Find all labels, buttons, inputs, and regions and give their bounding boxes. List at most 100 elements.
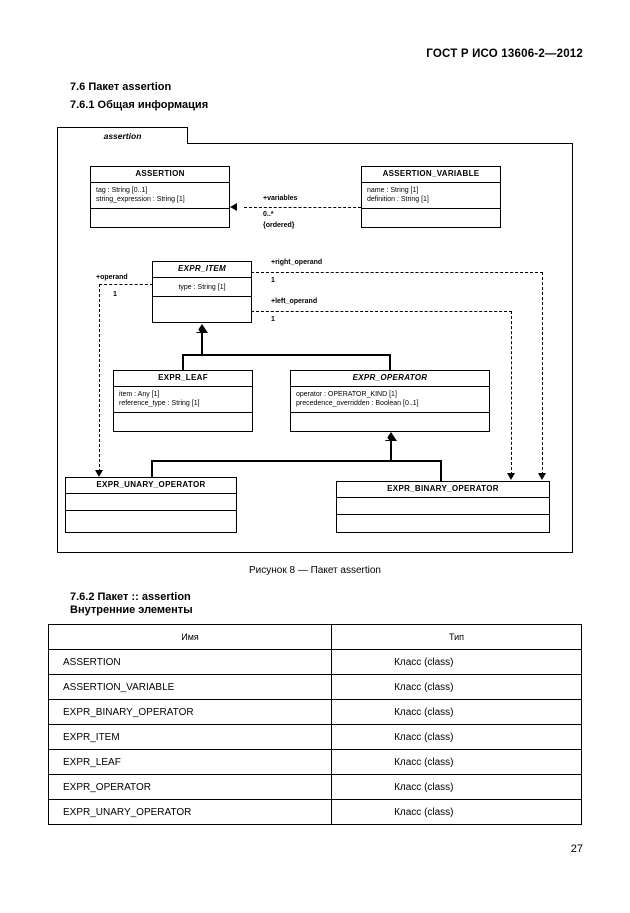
gen-drop-expr-operator [389, 354, 391, 371]
cell-type: Класс (class) [331, 699, 582, 725]
cell-name: EXPR_BINARY_OPERATOR [47, 699, 333, 725]
column-header-type: Тип [331, 624, 582, 650]
gen-drop-expr-unary [151, 460, 153, 478]
generalization-triangle-expr-operator [381, 432, 397, 441]
cell-type-text: Класс (class) [394, 781, 454, 793]
attr-tag: tag : String [0..1] [96, 186, 148, 194]
heading-inner-elements: Внутренние элементы [70, 604, 193, 616]
class-attrs-expr-operator: operator : OPERATOR_KIND [1] precedence_… [291, 387, 489, 413]
page-number: 27 [570, 843, 583, 855]
label-variables-constraint: {ordered} [263, 222, 295, 229]
assoc-right-operand-line-v [542, 272, 543, 475]
assoc-operand-line-v [99, 284, 100, 472]
column-header-name: Имя [47, 624, 333, 650]
cell-name: EXPR_OPERATOR [47, 774, 333, 800]
class-name-assertion: ASSERTION [91, 167, 229, 183]
cell-type: Класс (class) [331, 674, 582, 700]
class-ops-expr-leaf [114, 413, 252, 425]
package-tab: assertion [57, 127, 188, 144]
assoc-left-operand-line-h [251, 311, 512, 312]
figure-caption: Рисунок 8 — Пакет assertion [248, 565, 381, 576]
assoc-left-operand-line-v [511, 311, 512, 475]
table-row: EXPR_LEAF Класс (class) [47, 749, 582, 775]
class-attrs-expr-item: type : String [1] [153, 278, 251, 297]
generalization-triangle-expr-item [192, 324, 208, 333]
table-header-row: Имя Тип [47, 624, 582, 650]
class-attrs-assertion: tag : String [0..1] string_expression : … [91, 183, 229, 209]
class-attrs-expr-unary-operator [66, 494, 236, 511]
gen-drop-expr-binary [440, 460, 442, 482]
heading-7-6-2: 7.6.2 Пакет :: assertion [70, 591, 191, 603]
cell-type: Класс (class) [331, 799, 582, 825]
table-row: EXPR_BINARY_OPERATOR Класс (class) [47, 699, 582, 725]
class-attrs-expr-binary-operator [337, 498, 549, 515]
cell-name: EXPR_LEAF [47, 749, 333, 775]
class-box-expr-operator: EXPR_OPERATOR operator : OPERATOR_KIND [… [290, 370, 490, 432]
class-ops-expr-item [153, 297, 251, 309]
heading-7-6: 7.6 Пакет assertion [70, 81, 172, 93]
assoc-right-operand-arrow [538, 473, 546, 480]
cell-type-text: Класс (class) [394, 706, 454, 718]
class-name-expr-leaf: EXPR_LEAF [114, 371, 252, 387]
class-box-expr-leaf: EXPR_LEAF item : Any [1] reference_type … [113, 370, 253, 432]
heading-7-6-1: 7.6.1 Общая информация [70, 99, 209, 111]
class-box-expr-item: EXPR_ITEM type : String [1] [152, 261, 252, 323]
class-box-expr-binary-operator: EXPR_BINARY_OPERATOR [336, 481, 550, 533]
attr-definition: definition : String [1] [367, 196, 429, 204]
attr-item: item : Any [1] [119, 390, 160, 398]
table-body: ASSERTION Класс (class) ASSERTION_VARIABLE… [47, 649, 582, 825]
cell-type: Класс (class) [331, 649, 582, 675]
assoc-variables-arrow [230, 203, 237, 211]
label-left-operand-role: +left_operand [271, 298, 318, 305]
assoc-operand-arrow [95, 470, 103, 477]
cell-type: Класс (class) [331, 774, 582, 800]
class-name-assertion-variable: ASSERTION_VARIABLE [362, 167, 500, 183]
attr-name: name : String [1] [367, 186, 419, 194]
assoc-right-operand-line-h [251, 272, 543, 273]
cell-type-text: Класс (class) [394, 731, 454, 743]
cell-name: EXPR_ITEM [47, 724, 333, 750]
attr-type: type : String [1] [178, 283, 226, 291]
table-row: EXPR_OPERATOR Класс (class) [47, 774, 582, 800]
gen-bus-expr-operator [151, 460, 441, 462]
label-variables-role: +variables [263, 195, 298, 202]
label-right-operand-role: +right_operand [271, 259, 323, 266]
cell-name: ASSERTION_VARIABLE [47, 674, 333, 700]
assoc-variables-line [244, 207, 361, 208]
class-attrs-expr-leaf: item : Any [1] reference_type : String [… [114, 387, 252, 413]
cell-type: Класс (class) [331, 749, 582, 775]
class-ops-expr-binary-operator [337, 515, 549, 527]
class-ops-expr-operator [291, 413, 489, 425]
table-row: EXPR_ITEM Класс (class) [47, 724, 582, 750]
label-operand-role: +operand [96, 274, 128, 281]
elements-table: Имя Тип ASSERTION Класс (class) ASSERTION_… [47, 624, 582, 825]
class-name-expr-binary-operator: EXPR_BINARY_OPERATOR [337, 482, 549, 498]
document-header: ГОСТ Р ИСО 13606-2—2012 [426, 48, 583, 60]
class-box-expr-unary-operator: EXPR_UNARY_OPERATOR [65, 477, 237, 533]
class-attrs-assertion-variable: name : String [1] definition : String [1… [362, 183, 500, 209]
class-name-expr-unary-operator: EXPR_UNARY_OPERATOR [66, 478, 236, 494]
cell-type-text: Класс (class) [394, 681, 454, 693]
cell-name: ASSERTION [47, 649, 333, 675]
class-name-expr-operator: EXPR_OPERATOR [291, 371, 489, 387]
gen-bus-expr-item [182, 354, 390, 356]
label-right-operand-mult: 1 [271, 277, 275, 284]
gen-stem-expr-item [201, 333, 203, 355]
cell-type-text: Класс (class) [394, 656, 454, 668]
cell-type: Класс (class) [331, 724, 582, 750]
attr-string-expression: string_expression : String [1] [96, 196, 185, 204]
cell-type-text: Класс (class) [394, 756, 454, 768]
gen-drop-expr-leaf [182, 354, 184, 371]
attr-operator: operator : OPERATOR_KIND [1] [296, 390, 397, 398]
class-name-expr-item: EXPR_ITEM [153, 262, 251, 278]
class-ops-assertion [91, 209, 229, 221]
class-ops-expr-unary-operator [66, 511, 236, 523]
cell-type-text: Класс (class) [394, 806, 454, 818]
label-operand-mult: 1 [113, 291, 117, 298]
attr-reference-type: reference_type : String [1] [119, 400, 200, 408]
table-row: ASSERTION Класс (class) [47, 649, 582, 675]
label-left-operand-mult: 1 [271, 316, 275, 323]
assoc-operand-line-h [99, 284, 153, 285]
